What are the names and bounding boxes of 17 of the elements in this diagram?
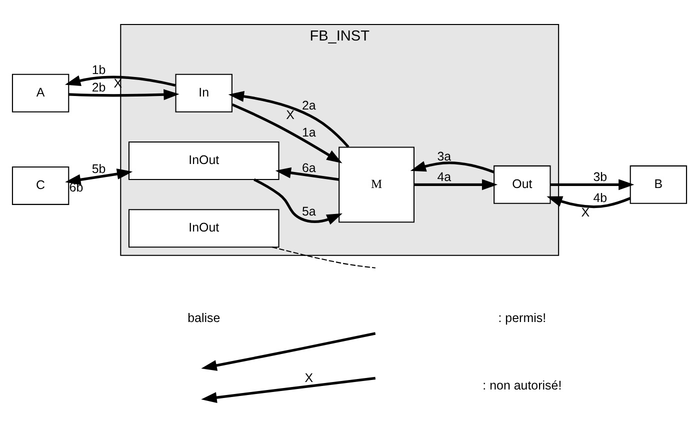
legend-label: : non autorisé! [482, 378, 562, 392]
label: X [286, 108, 294, 122]
edge-label: 2b [92, 80, 106, 94]
legend-label: : permis! [498, 310, 546, 325]
edge-label: 5a [302, 204, 316, 218]
label: balise [188, 310, 220, 325]
edge-label: 3b [593, 170, 608, 184]
label: X [304, 370, 314, 384]
edge-label: 4b [593, 190, 608, 204]
edge-label: 1b [92, 62, 106, 76]
edge-label: 6a [302, 160, 316, 174]
edge-label: 3a [437, 148, 452, 163]
edge-label: 4a [437, 170, 452, 184]
edge-label: 5b [92, 161, 106, 176]
edge-label: 1a [302, 124, 316, 139]
edge-label: 2a [302, 98, 316, 112]
label: X [581, 205, 590, 220]
